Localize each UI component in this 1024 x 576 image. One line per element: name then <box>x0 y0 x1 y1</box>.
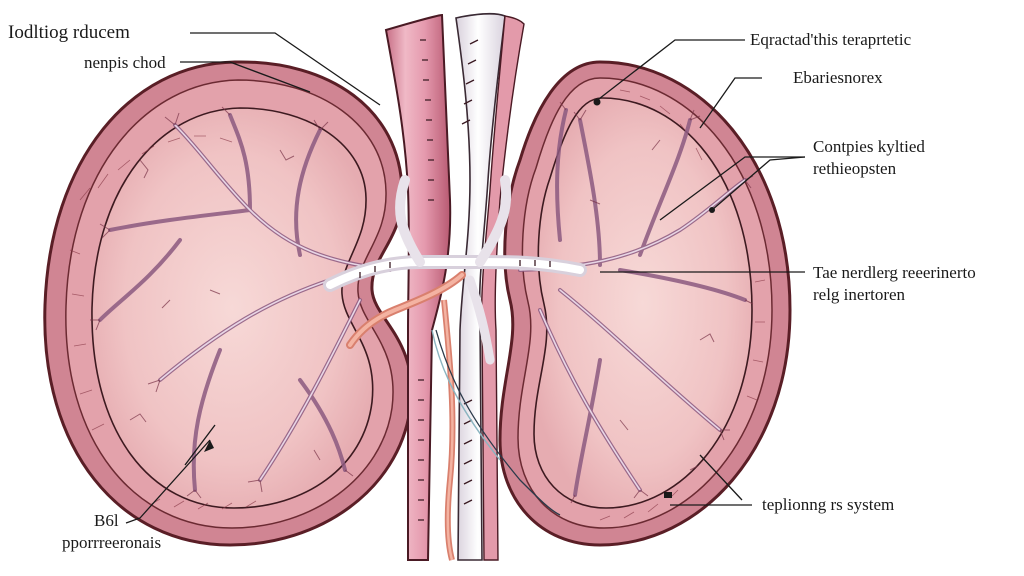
right-kidney <box>498 60 792 547</box>
label-top-left-2: nenpis chod <box>84 53 166 72</box>
label-mid-right-1: Contpies kyltied rethieopsten <box>813 136 925 180</box>
label-mid-right-2: Tae nerdlerg reeerinerto relg inertoren <box>813 262 976 306</box>
label-mid-right-1-line1: Contpies kyltied <box>813 137 925 156</box>
left-kidney <box>43 60 413 547</box>
label-mid-right-2-line2: relg inertoren <box>813 285 906 304</box>
leader-lines <box>125 32 806 524</box>
label-bottom-left-line1: B6l <box>94 511 119 530</box>
label-mid-right-2-line1: Tae nerdlerg reeerinerto <box>813 263 976 282</box>
label-top-right-2: Ebariesnorex <box>793 68 883 87</box>
label-bottom-right: teplionng rs system <box>762 495 895 514</box>
leader-arrowheads <box>204 98 715 498</box>
label-bottom-left-line2: pporrreeronais <box>62 533 162 552</box>
label-top-left-1: Iodltiog rducem <box>8 22 130 43</box>
central-vessels <box>323 13 587 561</box>
label-mid-right-1-line2: rethieopsten <box>813 159 897 178</box>
label-bottom-left: B6l pporrreeronais <box>62 510 161 554</box>
label-top-right-1: Eqractad'this teraprtetic <box>750 30 912 49</box>
